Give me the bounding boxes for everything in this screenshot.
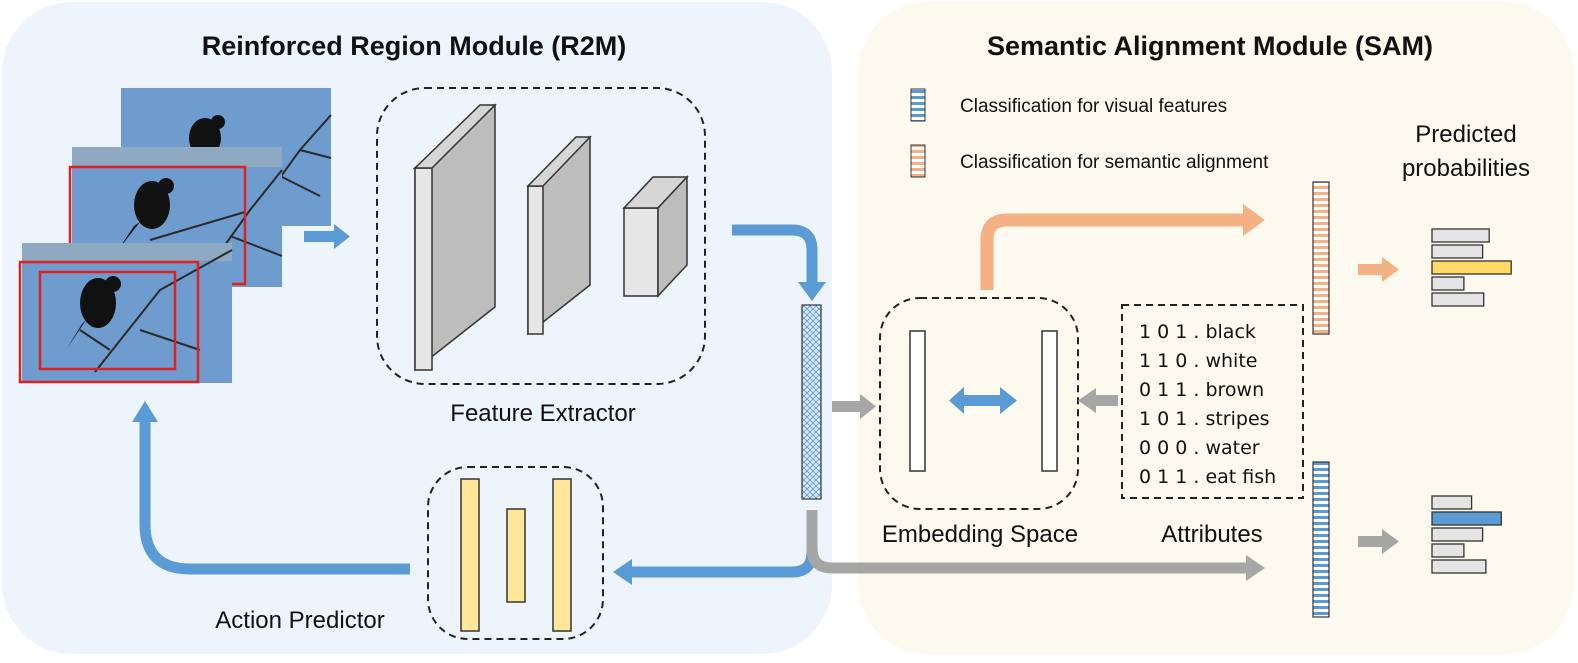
arrow-images-to-extractor	[304, 224, 350, 249]
feature-vector	[801, 304, 822, 500]
arrow-attributes-to-embedding	[1078, 388, 1118, 413]
feature-extractor-label: Feature Extractor	[450, 400, 635, 427]
arrow-visual-to-probabilities	[1358, 529, 1399, 554]
visual-probability-bars	[1431, 495, 1502, 574]
input-image-front	[18, 243, 233, 384]
input-image-stack	[18, 88, 332, 384]
attribute-row: 0 0 0 . water	[1139, 437, 1260, 459]
action-predictor-label: Action Predictor	[215, 607, 384, 634]
feature-extractor-box	[376, 87, 706, 385]
orange-striped-vector-icon	[910, 144, 926, 178]
predicted-label-line1: Predicted	[1415, 121, 1516, 148]
arrow-vector-to-visual-classifier	[806, 510, 1265, 581]
attributes-label: Attributes	[1161, 521, 1262, 548]
arrow-action-to-images	[132, 401, 410, 575]
probability-bar	[1431, 292, 1485, 307]
embedding-attribute-vector	[1041, 330, 1058, 472]
embedding-space-label: Embedding Space	[882, 521, 1078, 548]
probability-bar-predicted	[1431, 511, 1502, 526]
visual-feature-classifier	[1312, 461, 1330, 618]
cnn-layer-large	[412, 103, 497, 372]
attribute-row: 1 0 1 . black	[1139, 321, 1256, 343]
embedding-space-box	[879, 297, 1079, 510]
attribute-row: 0 1 1 . eat fish	[1139, 466, 1276, 488]
arrow-vector-to-embedding	[832, 394, 876, 419]
r2m-title: Reinforced Region Module (R2M)	[202, 31, 627, 61]
cnn-layer-small	[622, 175, 689, 298]
arrow-extractor-to-vector	[732, 224, 826, 301]
cnn-layer-medium	[526, 135, 592, 336]
embedding-alignment-arrow	[949, 387, 1017, 414]
embedding-visual-vector	[909, 330, 926, 472]
probability-bar	[1431, 276, 1465, 291]
probability-bar	[1431, 228, 1490, 243]
probability-bar	[1431, 527, 1484, 542]
region-box-inner	[38, 270, 177, 371]
probability-bar	[1431, 495, 1473, 510]
arrow-embedding-to-semantic-classifier	[980, 204, 1265, 290]
legend-visual-label: Classification for visual features	[960, 96, 1227, 117]
sam-panel	[858, 2, 1574, 654]
action-predictor-box	[427, 466, 604, 640]
probability-bar	[1431, 543, 1465, 558]
attribute-row: 1 0 1 . stripes	[1139, 408, 1270, 430]
predicted-label-line2: probabilities	[1402, 155, 1530, 182]
probability-bar	[1431, 559, 1487, 574]
probability-bar-predicted	[1431, 260, 1512, 275]
attribute-row: 0 1 1 . brown	[1139, 379, 1264, 401]
action-layer-2	[506, 508, 526, 603]
probability-bar	[1431, 244, 1484, 259]
attributes-box	[1121, 304, 1304, 499]
attribute-row: 1 1 0 . white	[1139, 350, 1257, 372]
action-layer-3	[552, 478, 572, 632]
region-box-outer	[18, 260, 200, 384]
attribute-list: 1 0 1 . black 1 1 0 . white 0 1 1 . brow…	[1139, 321, 1276, 488]
blue-striped-vector-icon	[910, 88, 926, 122]
semantic-alignment-classifier	[1312, 181, 1330, 335]
semantic-probability-bars	[1431, 228, 1512, 307]
action-layer-1	[460, 478, 480, 632]
arrow-semantic-to-probabilities	[1358, 257, 1399, 282]
sam-title: Semantic Alignment Module (SAM)	[987, 31, 1433, 61]
legend-semantic-label: Classification for semantic alignment	[960, 152, 1269, 173]
